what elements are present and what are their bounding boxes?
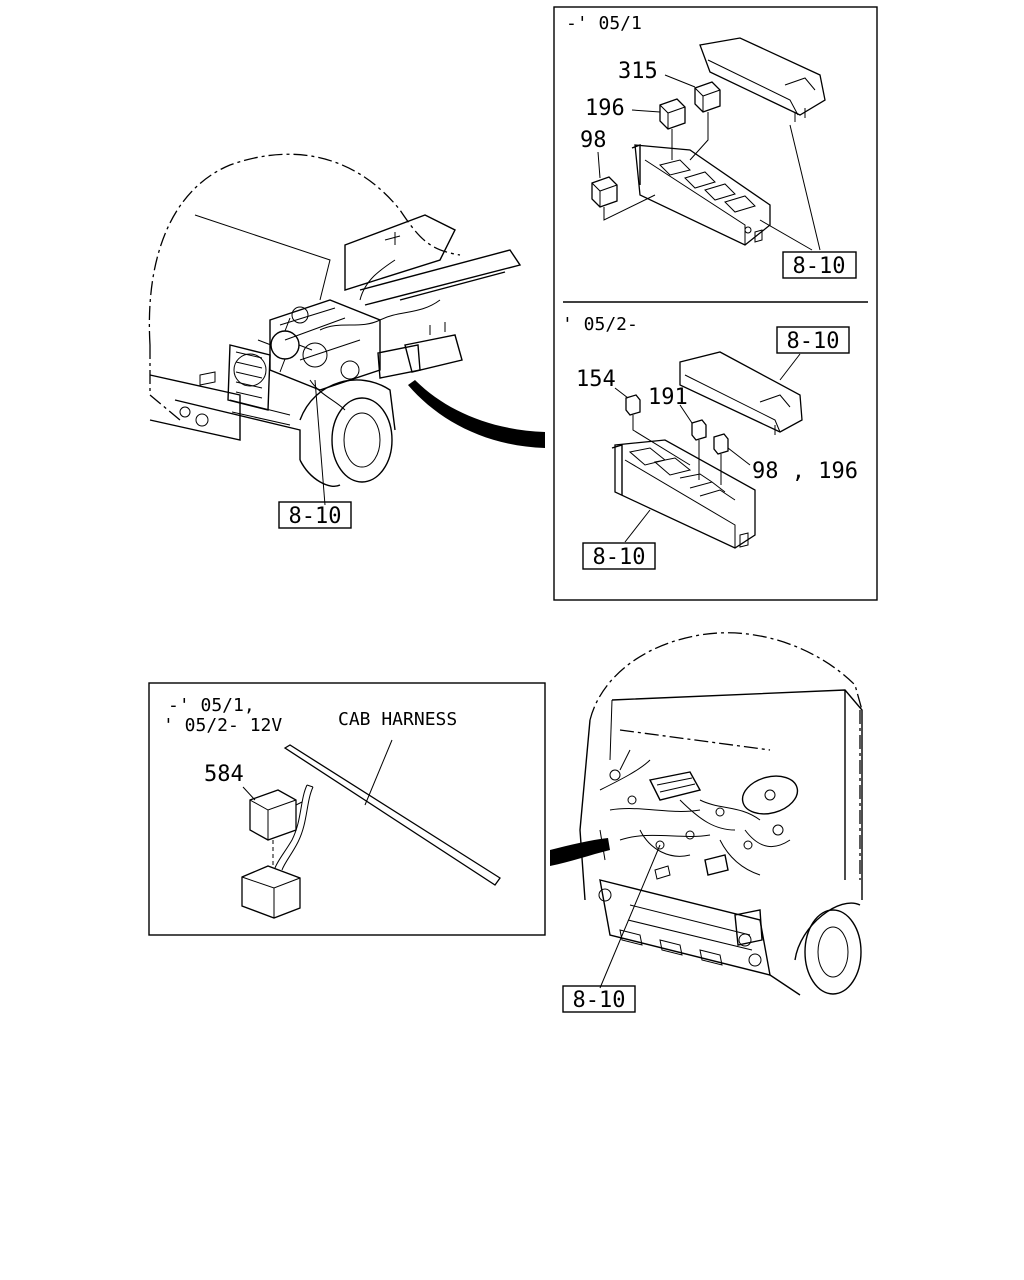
cab-view-ref: 8-10: [573, 988, 626, 1013]
fuse-box-panel-frame: [553, 6, 878, 601]
cab-harness-panel-frame: [148, 682, 546, 936]
fuse-box-cover-a: [699, 37, 826, 122]
relay-315: [694, 81, 721, 113]
cab-harness-detail: -' 05/1, ' 05/2- 12V CAB HARNESS 584: [163, 695, 501, 919]
section-b-box-ref: 8-10: [593, 545, 646, 570]
part-315: 315: [618, 59, 658, 84]
cab-harness-label: CAB HARNESS: [338, 709, 457, 730]
fuse-box-body-b: [611, 439, 756, 549]
engine-view-ref: 8-10: [289, 504, 342, 529]
relay-191: [691, 419, 707, 441]
section-b: ' 05/2-: [562, 314, 858, 570]
fuse-box-cover-b: [679, 351, 803, 435]
relay-196: [659, 98, 686, 130]
section-b-cover-ref: 8-10: [787, 329, 840, 354]
part-191: 191: [648, 385, 688, 410]
section-a-ref-box: [782, 251, 857, 279]
relay-98: [591, 176, 618, 208]
relay-socket: [241, 865, 301, 919]
section-a-ref: 8-10: [793, 254, 846, 279]
section-b-cover-ref-box: [776, 326, 850, 354]
part-584: 584: [204, 762, 244, 787]
part-98-196: 98 , 196: [752, 459, 858, 484]
section-b-box-ref-box: [582, 542, 656, 570]
fuse-box-body-a: [631, 143, 771, 246]
cab-interior-illustration: [550, 632, 863, 996]
engine-view-ref-box: 8-10: [278, 501, 352, 529]
cab-view-ref-box: 8-10: [562, 985, 636, 1013]
relay-584: [249, 789, 303, 841]
engine-compartment-illustration: [148, 153, 545, 506]
part-154: 154: [576, 367, 616, 392]
relay-154: [625, 394, 641, 416]
range-line1: -' 05/1,: [168, 695, 255, 716]
section-b-range: ' 05/2-: [562, 314, 638, 335]
section-a: -' 05/1: [566, 13, 857, 279]
section-a-range: -' 05/1: [566, 13, 642, 34]
relay-98-196: [713, 433, 729, 455]
part-196: 196: [585, 96, 625, 121]
range-line2: ' 05/2- 12V: [163, 715, 282, 736]
part-98: 98: [580, 128, 607, 153]
